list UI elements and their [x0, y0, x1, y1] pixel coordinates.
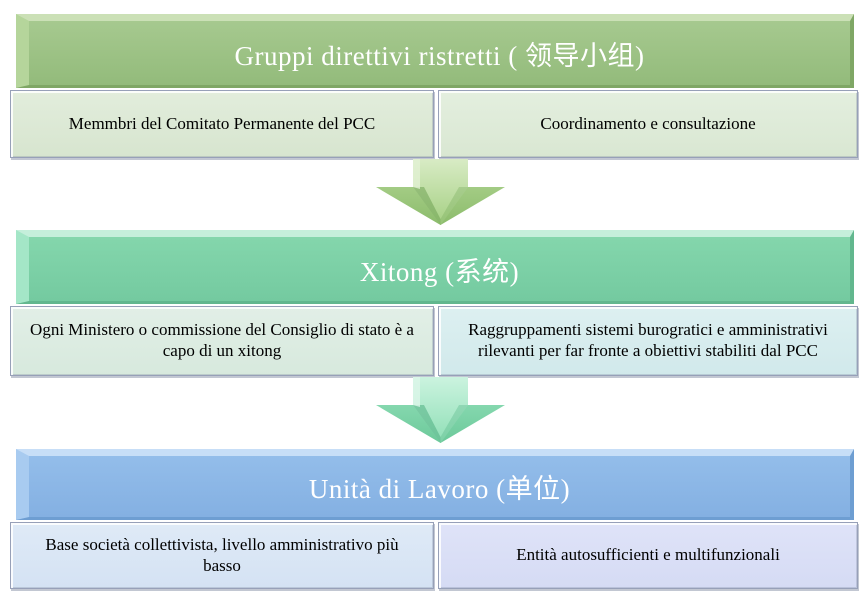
- detail-box-raggruppamenti: Raggruppamenti sistemi burogratici e amm…: [438, 306, 858, 376]
- section-title: Gruppi direttivi ristretti ( 领导小组): [234, 40, 645, 71]
- section-title: Xitong (系统): [359, 256, 520, 287]
- detail-box-label: Entità autosufficienti e multifunzionali: [516, 545, 780, 565]
- detail-row-xitong: Ogni Ministero o commissione del Consigl…: [10, 306, 858, 376]
- detail-box-base-societa: Base società collettivista, livello ammi…: [10, 522, 434, 589]
- detail-box-label: Raggruppamenti sistemi burogratici e amm…: [468, 320, 828, 360]
- detail-box-ministero: Ogni Ministero o commissione del Consigl…: [10, 306, 434, 376]
- detail-box-coordinamento: Coordinamento e consultazione: [438, 90, 858, 158]
- section-header-gruppi-direttivi: Gruppi direttivi ristretti ( 领导小组): [16, 14, 854, 88]
- detail-row-gruppi: Memmbri del Comitato Permanente del PCC …: [10, 90, 858, 158]
- detail-box-membri-pcc: Memmbri del Comitato Permanente del PCC: [10, 90, 434, 158]
- detail-box-entita: Entità autosufficienti e multifunzionali: [438, 522, 858, 589]
- section-header-xitong: Xitong (系统): [16, 230, 854, 304]
- down-arrow-icon: [368, 377, 513, 445]
- detail-box-label: Memmbri del Comitato Permanente del PCC: [68, 113, 376, 133]
- section-header-unita-di-lavoro: Unità di Lavoro (单位): [16, 449, 854, 520]
- detail-row-unita: Base società collettivista, livello ammi…: [10, 522, 858, 589]
- detail-box-label: Coordinamento e consultazione: [540, 113, 756, 133]
- detail-box-label: Ogni Ministero o commissione del Consigl…: [30, 320, 414, 360]
- detail-box-label: Base società collettivista, livello ammi…: [45, 534, 399, 575]
- section-title: Unità di Lavoro (单位): [308, 474, 571, 504]
- down-arrow-icon: [368, 159, 513, 227]
